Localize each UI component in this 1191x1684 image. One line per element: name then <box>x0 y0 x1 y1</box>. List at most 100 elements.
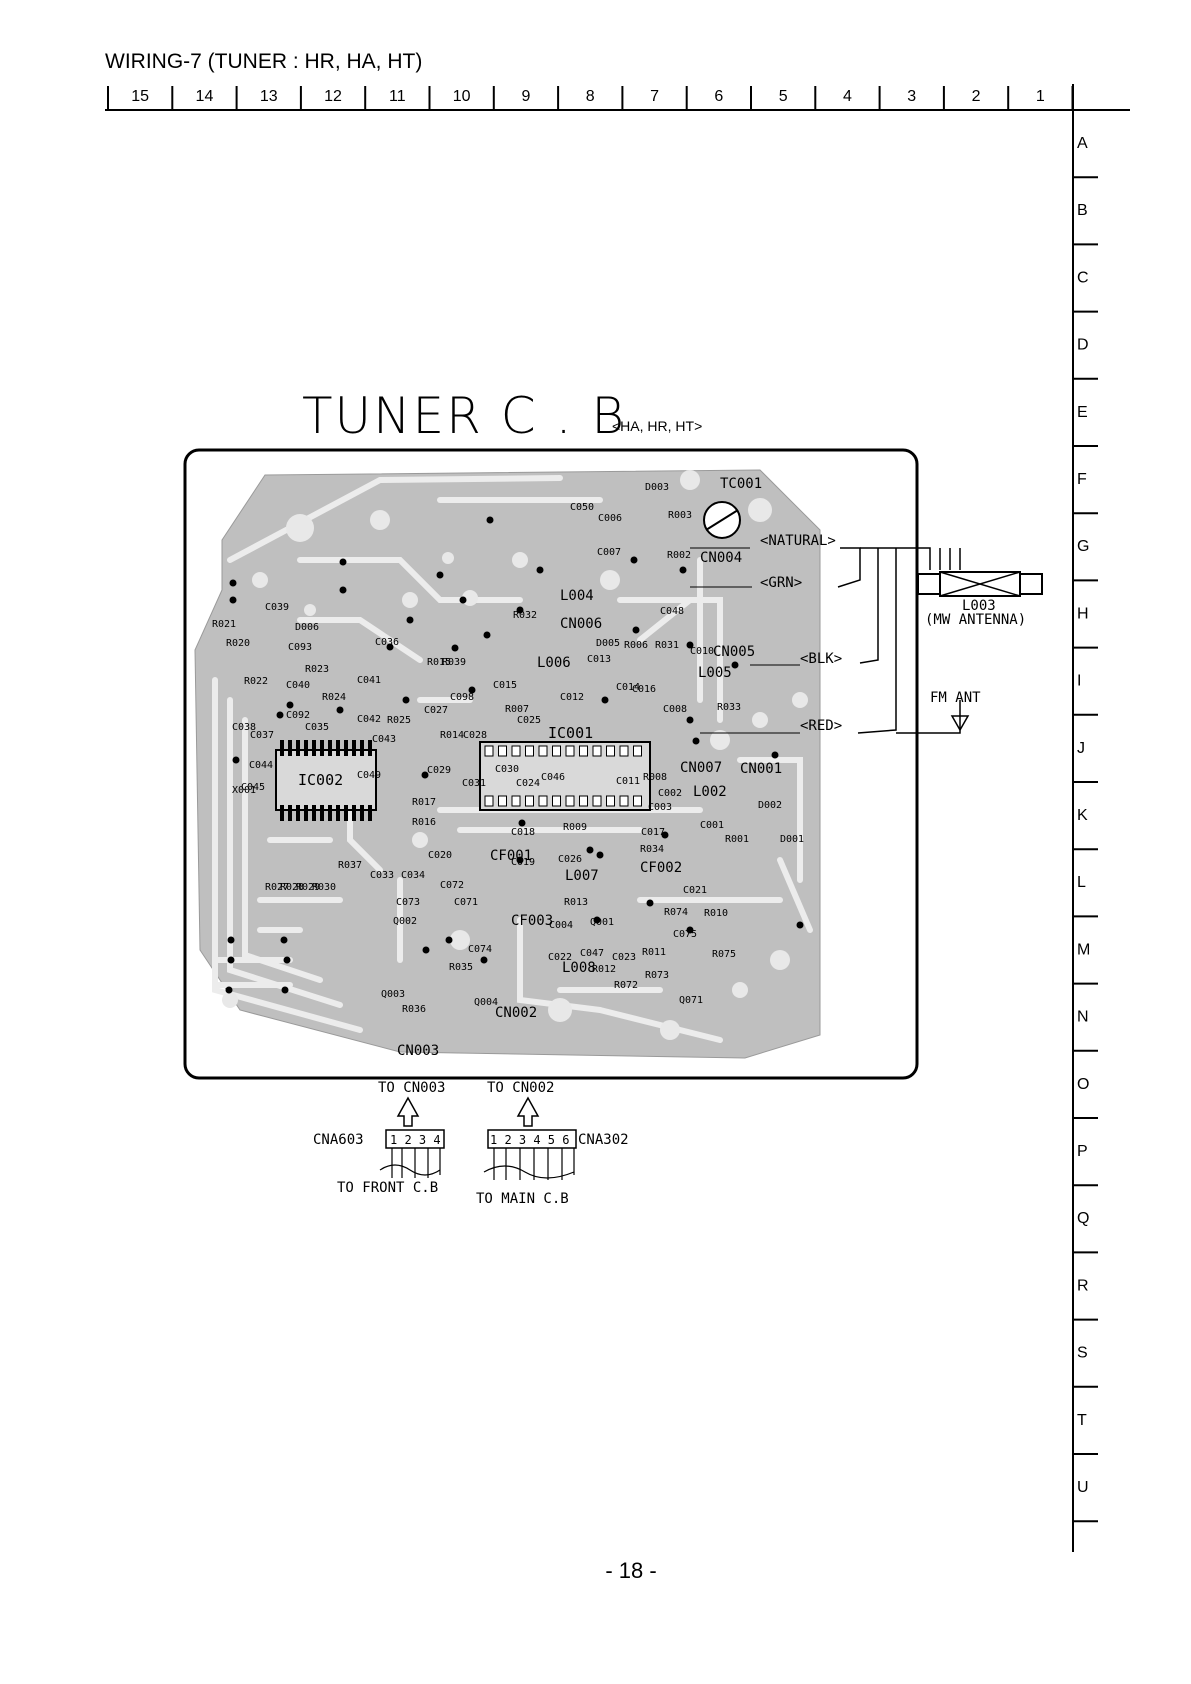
component-label-c046: C046 <box>541 772 565 783</box>
component-label-r014: R014 <box>440 730 464 741</box>
component-label-c044: C044 <box>249 760 273 771</box>
component-label-c020: C020 <box>428 850 452 861</box>
component-label-c006: C006 <box>598 513 622 524</box>
component-label-c050: C050 <box>570 502 594 513</box>
component-label-c033: C033 <box>370 870 394 881</box>
column-label: 15 <box>131 88 149 105</box>
component-label-d002: D002 <box>758 800 782 811</box>
component-label-l005: L005 <box>698 665 732 681</box>
wire-label: <GRN> <box>760 575 802 591</box>
component-label-cn005: CN005 <box>713 644 755 660</box>
column-label: 6 <box>714 88 723 105</box>
cna603-pins: 1 2 3 4 <box>390 1133 441 1147</box>
board-variants: <HA, HR, HT> <box>612 418 702 434</box>
column-label: 1 <box>1036 88 1045 105</box>
component-label-q001: Q001 <box>590 917 614 928</box>
component-label-l002: L002 <box>693 784 727 800</box>
component-label-r016: R016 <box>412 817 436 828</box>
component-label-c017: C017 <box>641 827 665 838</box>
component-label-r075: R075 <box>712 949 736 960</box>
component-label-c019: C019 <box>511 857 535 868</box>
component-label-c011: C011 <box>616 776 640 787</box>
to-cn003-label: TO CN003 <box>378 1080 445 1096</box>
component-label-c043: C043 <box>372 734 396 745</box>
row-label: N <box>1077 1009 1089 1026</box>
component-label-r001: R001 <box>725 834 749 845</box>
component-label-c093: C093 <box>288 642 312 653</box>
row-label: B <box>1077 202 1088 219</box>
component-label-r002: R002 <box>667 550 691 561</box>
component-label-r015: R015 <box>427 657 451 668</box>
cna302-label: CNA302 <box>578 1132 629 1148</box>
component-label-c072: C072 <box>440 880 464 891</box>
component-label-c049: C049 <box>357 770 381 781</box>
component-label-cf003: CF003 <box>511 913 553 929</box>
wire-label: <NATURAL> <box>760 533 836 549</box>
row-label: F <box>1077 471 1087 488</box>
row-label: Q <box>1077 1210 1089 1227</box>
component-label-r025: R025 <box>387 715 411 726</box>
row-label: U <box>1077 1479 1089 1496</box>
fm-antenna-symbol <box>950 700 970 732</box>
component-label-r010: R010 <box>704 908 728 919</box>
component-label-c012: C012 <box>560 692 584 703</box>
mw-antenna-name: (MW ANTENNA) <box>925 612 1026 628</box>
component-label-r021: R021 <box>212 619 236 630</box>
column-label: 3 <box>907 88 916 105</box>
component-label-c045: C045 <box>241 782 265 793</box>
row-label: I <box>1077 673 1081 690</box>
pcb-pads <box>222 470 808 1040</box>
component-label-c098: C098 <box>450 692 474 703</box>
component-label-r030: R030 <box>312 882 336 893</box>
row-label: E <box>1077 404 1088 421</box>
column-label: 4 <box>843 88 852 105</box>
row-label: D <box>1077 337 1089 354</box>
component-label-r027: R027 <box>265 882 289 893</box>
component-label-r072: R072 <box>614 980 638 991</box>
component-label-c007: C007 <box>597 547 621 558</box>
component-label-cn004: CN004 <box>700 550 742 566</box>
column-label: 14 <box>196 88 214 105</box>
component-label-c028: C028 <box>463 730 487 741</box>
component-label-r033: R033 <box>717 702 741 713</box>
mw-antenna-ref: L003 <box>962 598 996 614</box>
component-label-r035: R035 <box>449 962 473 973</box>
component-label-c034: C034 <box>401 870 425 881</box>
page-number: - 18 - <box>605 1558 657 1583</box>
component-label-r073: R073 <box>645 970 669 981</box>
component-label-c008: C008 <box>663 704 687 715</box>
component-label-cf001: CF001 <box>490 848 532 864</box>
component-label-r031: R031 <box>655 640 679 651</box>
column-label: 13 <box>260 88 278 105</box>
wire-label: <RED> <box>800 718 842 734</box>
component-label-l008: L008 <box>562 960 596 976</box>
column-label: 5 <box>779 88 788 105</box>
component-label-r006: R006 <box>624 640 648 651</box>
component-label-c018: C018 <box>511 827 535 838</box>
component-label-d006: D006 <box>295 622 319 633</box>
row-label: S <box>1077 1345 1088 1362</box>
component-label-c040: C040 <box>286 680 310 691</box>
component-label-q071: Q071 <box>679 995 703 1006</box>
component-label-r007: R007 <box>505 704 529 715</box>
row-label: H <box>1077 605 1089 622</box>
column-label: 7 <box>650 88 659 105</box>
component-label-d003: D003 <box>645 482 669 493</box>
component-label-c039: C039 <box>265 602 289 613</box>
component-label-q003: Q003 <box>381 989 405 1000</box>
component-label-r034: R034 <box>640 844 664 855</box>
row-label: K <box>1077 807 1088 824</box>
component-label-l007: L007 <box>565 868 599 884</box>
component-label-r036: R036 <box>402 1004 426 1015</box>
component-label-c041: C041 <box>357 675 381 686</box>
component-label-c038: C038 <box>232 722 256 733</box>
component-label-c071: C071 <box>454 897 478 908</box>
component-label-r017: R017 <box>412 797 436 808</box>
component-label-r032: R032 <box>513 610 537 621</box>
component-label-c031: C031 <box>462 778 486 789</box>
mw-antenna: L003 (MW ANTENNA) <box>917 571 1043 628</box>
ic001-label: IC001 <box>548 724 593 742</box>
component-label-r003: R003 <box>668 510 692 521</box>
component-label-cn003: CN003 <box>397 1043 439 1059</box>
